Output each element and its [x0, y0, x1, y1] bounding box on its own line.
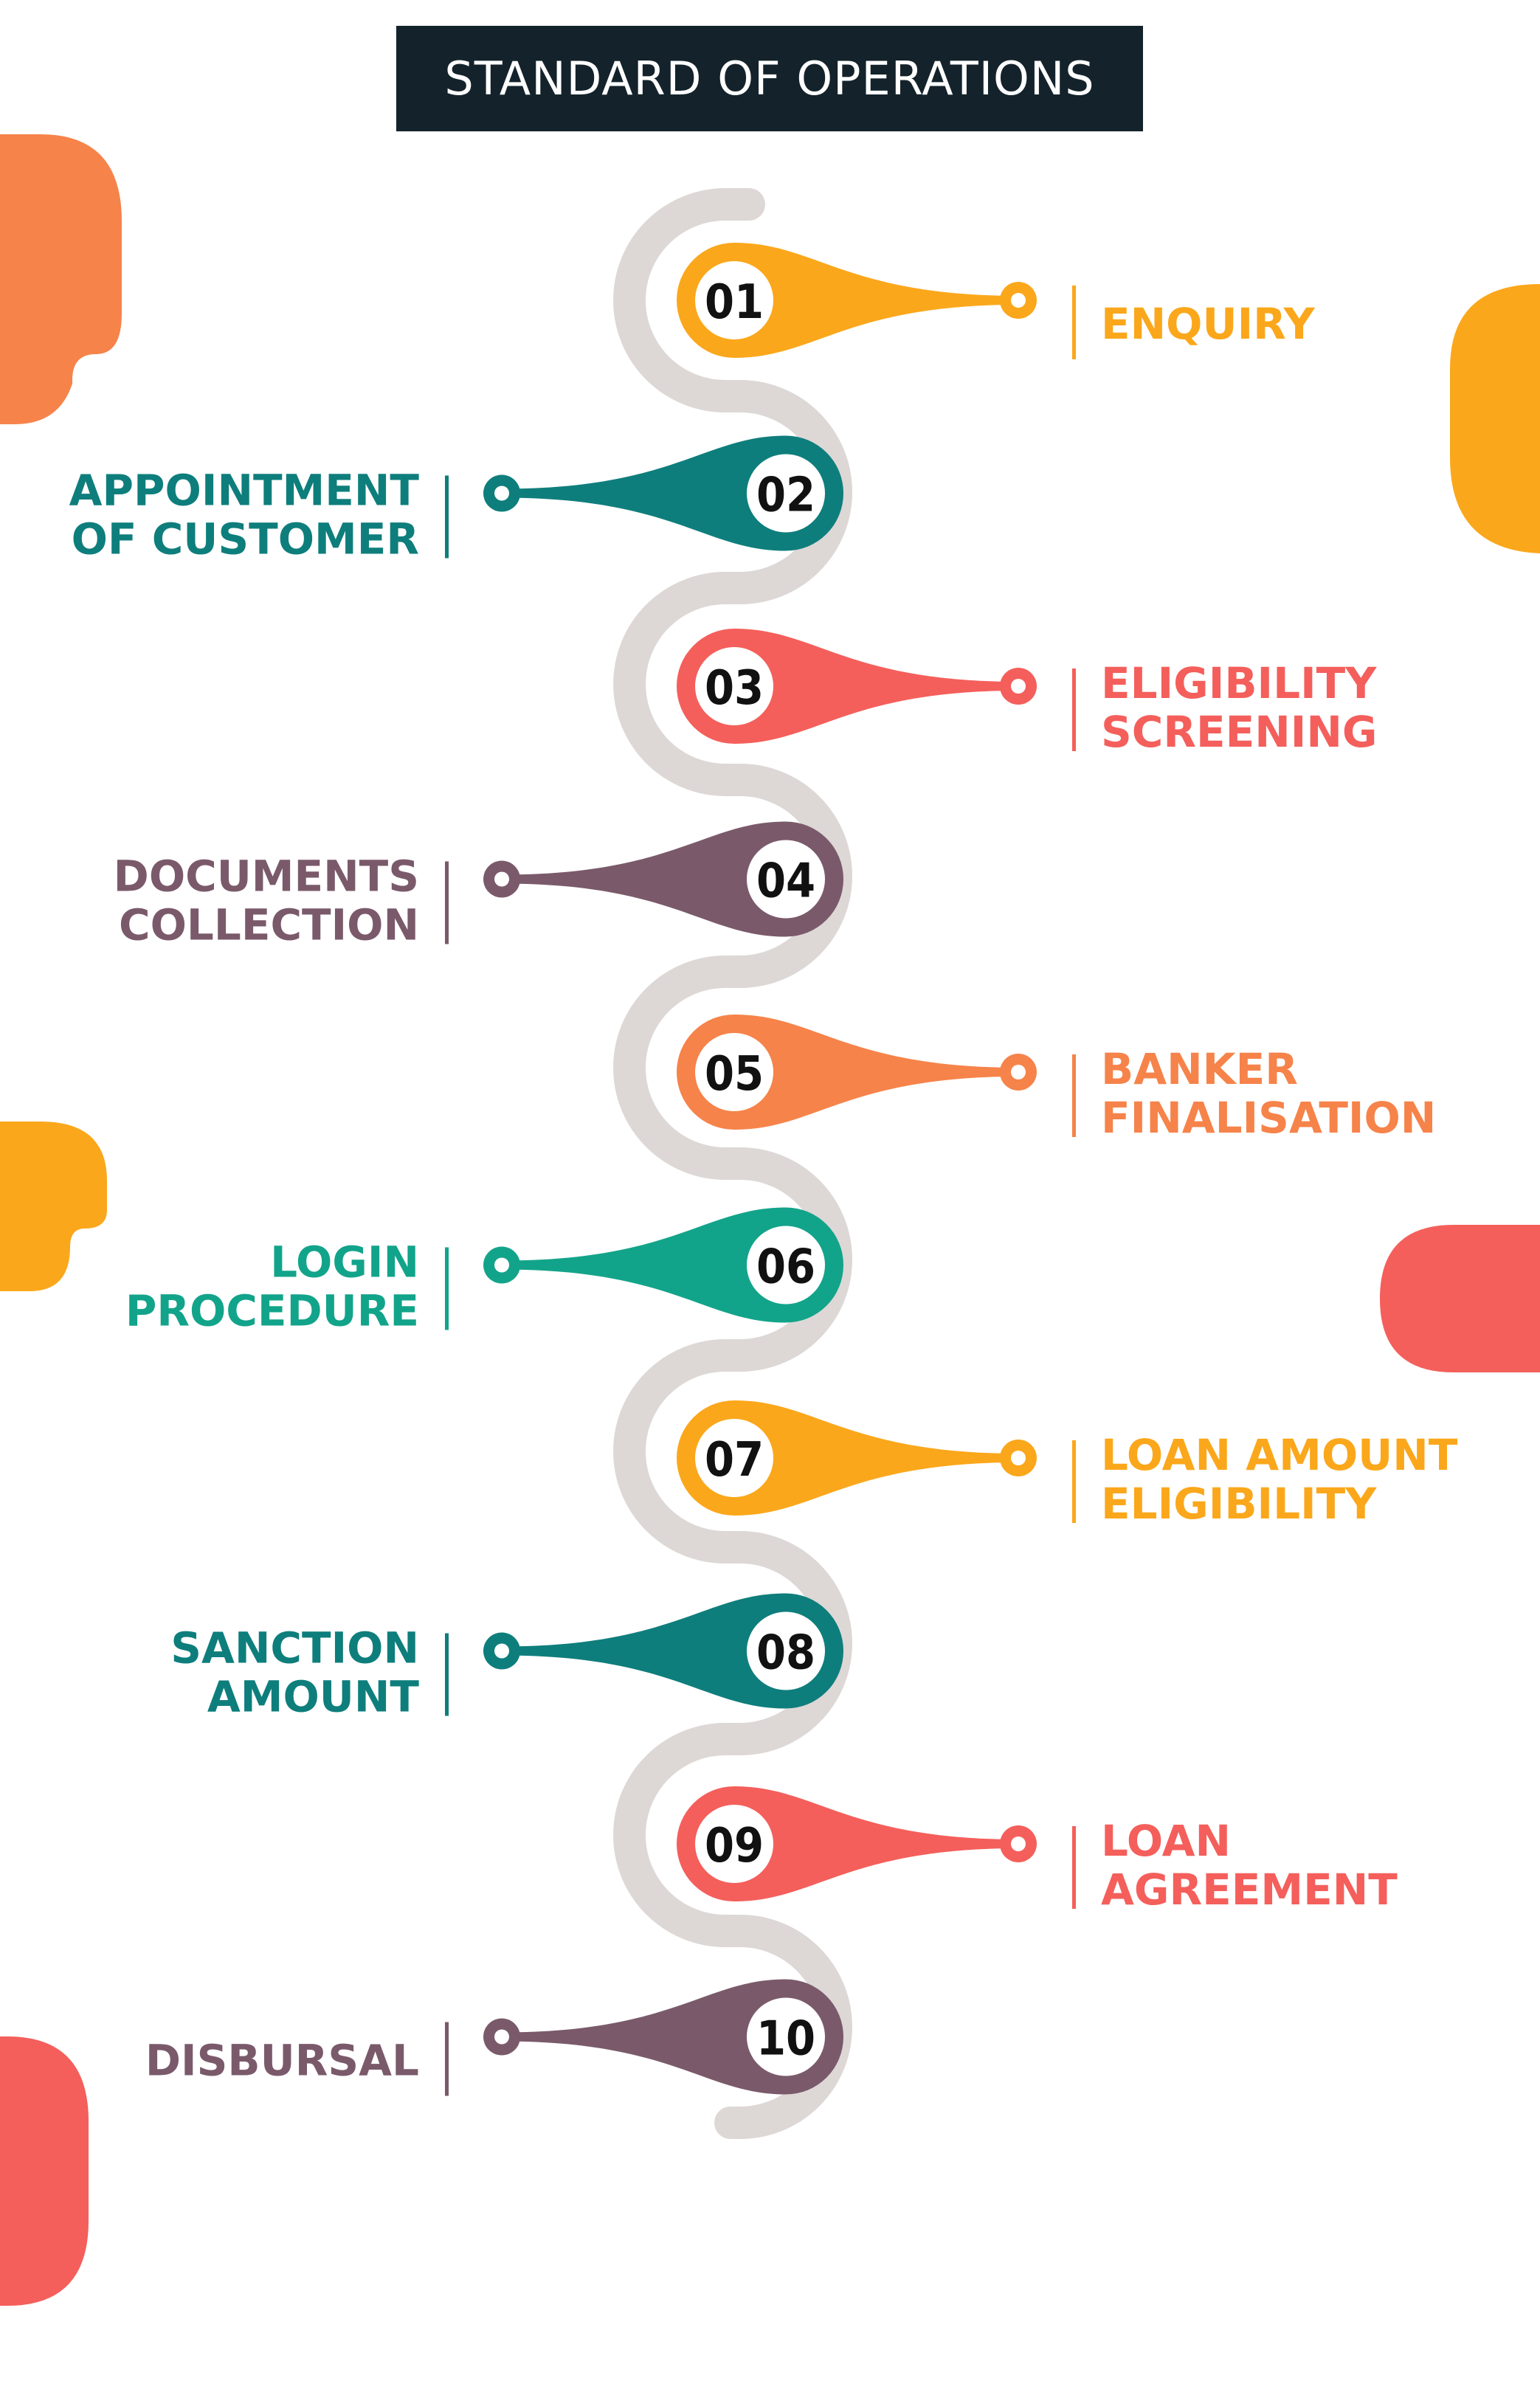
- step-tail-dot-center: [1011, 293, 1026, 308]
- step-connector: [734, 1015, 1018, 1130]
- step-label-line: APPOINTMENT: [69, 466, 420, 516]
- step-label-line: OF CUSTOMER: [72, 514, 419, 564]
- step-connector: [502, 821, 786, 937]
- step-connector: [502, 1593, 786, 1709]
- step-connector: [502, 435, 786, 551]
- step-divider: [1072, 1440, 1076, 1523]
- step-number: 06: [756, 1240, 815, 1295]
- step-tail-dot-center: [1011, 1836, 1026, 1851]
- step-marker-center: [747, 454, 825, 533]
- step-connector: [734, 1400, 1018, 1516]
- deco-shape-top-left: [0, 134, 122, 424]
- step-tail-dot-center: [1011, 1065, 1026, 1079]
- step-label-line: ELIGIBILITY: [1101, 658, 1377, 708]
- step-connector: [734, 1786, 1018, 1901]
- step-marker-center: [747, 1611, 825, 1690]
- step-label-line: SCREENING: [1101, 707, 1378, 757]
- step-number: 09: [705, 1819, 764, 1873]
- step-marker-center: [747, 1226, 825, 1305]
- step-marker-center: [747, 1997, 825, 2076]
- step-marker-center: [695, 1033, 773, 1111]
- step-number: 10: [756, 2012, 815, 2067]
- step-tail-dot-center: [494, 486, 509, 501]
- step-marker-center: [695, 1419, 773, 1497]
- step-tail-dot-center: [1011, 1451, 1026, 1465]
- deco-shape-right-upper: [1450, 284, 1540, 553]
- step-tail-dot-center: [1011, 679, 1026, 694]
- step-label-line: LOGIN: [270, 1237, 419, 1288]
- step-tail-dot-center: [494, 1257, 509, 1273]
- step-divider: [445, 1247, 449, 1330]
- step-marker-center: [747, 840, 825, 919]
- step-divider: [1072, 1054, 1076, 1137]
- step-label-line: SANCTION: [170, 1623, 419, 1673]
- step-label-line: COLLECTION: [119, 900, 419, 950]
- step-01: 01 ENQUIRY: [677, 243, 1316, 359]
- step-number: 05: [705, 1047, 764, 1102]
- step-label-line: BANKER: [1101, 1044, 1298, 1094]
- step-10: 10 DISBURSAL: [145, 1979, 843, 2096]
- step-label-line: ENQUIRY: [1101, 299, 1316, 349]
- page-title: STANDARD OF OPERATIONS: [444, 52, 1094, 106]
- step-marker-center: [695, 1805, 773, 1883]
- step-tail-dot-center: [494, 2029, 509, 2045]
- step-tail-dot-center: [494, 871, 509, 887]
- step-label-line: DOCUMENTS: [114, 851, 419, 902]
- serpentine-path: [613, 188, 852, 2139]
- deco-shape-left-middle: [0, 1122, 107, 1291]
- step-connector: [502, 1979, 786, 2095]
- step-number: 07: [705, 1433, 764, 1487]
- step-divider: [1072, 286, 1076, 359]
- deco-shape-bottom-left: [0, 2036, 89, 2306]
- step-marker-center: [695, 647, 773, 725]
- step-label-line: LOAN AMOUNT: [1101, 1430, 1458, 1480]
- step-marker-center: [695, 261, 773, 339]
- deco-shape-right-middle: [1380, 1225, 1540, 1372]
- step-tail-dot-center: [494, 1643, 509, 1659]
- step-number: 08: [756, 1626, 815, 1681]
- step-connector: [502, 1207, 786, 1323]
- step-number: 01: [705, 275, 764, 330]
- step-label-line: ELIGIBILITY: [1101, 1479, 1377, 1529]
- step-label-line: AMOUNT: [207, 1672, 420, 1722]
- step-label-line: DISBURSAL: [145, 2036, 419, 2086]
- decorative-shapes: [0, 134, 1540, 2306]
- title-background: [396, 26, 1143, 131]
- step-connector: [734, 629, 1018, 744]
- step-divider: [445, 475, 449, 559]
- step-number: 02: [756, 469, 815, 523]
- step-divider: [1072, 668, 1076, 751]
- step-label-line: LOAN: [1101, 1816, 1231, 1866]
- step-divider: [445, 861, 449, 944]
- step-number: 04: [756, 854, 815, 909]
- step-number: 03: [705, 661, 764, 716]
- step-divider: [1072, 1826, 1076, 1909]
- step-connector: [734, 243, 1018, 358]
- step-label-line: AGREEMENT: [1101, 1865, 1398, 1915]
- step-divider: [445, 1633, 449, 1716]
- step-divider: [445, 2022, 449, 2096]
- step-label-line: FINALISATION: [1101, 1093, 1436, 1143]
- title-banner: STANDARD OF OPERATIONS: [396, 26, 1143, 131]
- step-label-line: PROCEDURE: [125, 1286, 419, 1336]
